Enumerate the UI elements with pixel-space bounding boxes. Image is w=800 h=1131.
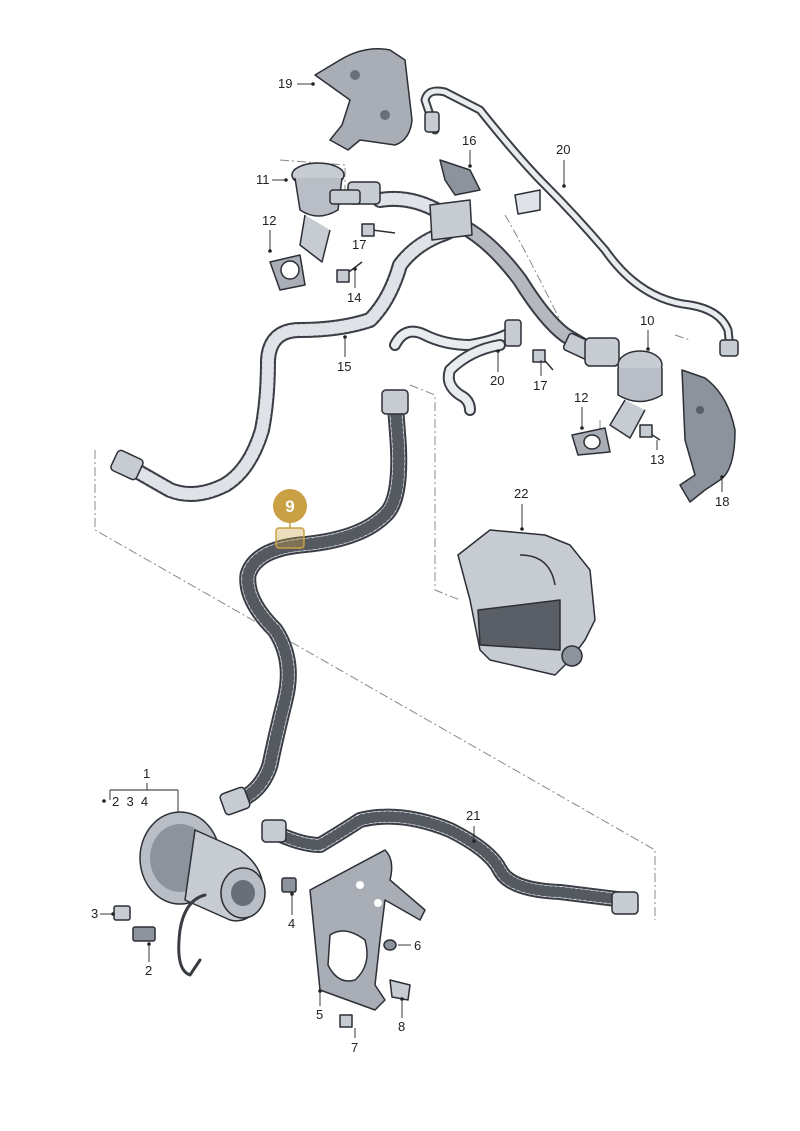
pipe-20-middle xyxy=(389,319,522,416)
screws xyxy=(336,223,661,441)
label-14: 14 xyxy=(347,290,361,305)
label-20: 20 xyxy=(556,142,570,157)
valve-10-assembly xyxy=(571,337,663,456)
pipe-20-upper xyxy=(420,86,739,357)
label-19: 19 xyxy=(278,76,292,91)
label-6: 6 xyxy=(414,938,421,953)
valve-11-assembly xyxy=(269,162,361,291)
label-4: 4 xyxy=(288,916,295,931)
hose-15 xyxy=(110,181,598,502)
small-parts xyxy=(281,877,411,1028)
label-17b: 17 xyxy=(533,378,547,393)
air-pump-1 xyxy=(113,811,266,977)
label-22: 22 xyxy=(514,486,528,501)
label-9: 9 xyxy=(285,497,294,516)
label-15: 15 xyxy=(337,359,351,374)
label-12b: 12 xyxy=(574,390,588,405)
hose-9 xyxy=(219,389,409,816)
label-17: 17 xyxy=(352,237,366,252)
highlight-badge-9[interactable]: 9 xyxy=(273,489,307,549)
bracket-5 xyxy=(309,849,426,1011)
label-5: 5 xyxy=(316,1007,323,1022)
label-1: 1 xyxy=(143,766,150,781)
label-1-sub: 2 3 4 xyxy=(112,794,148,809)
hose-21 xyxy=(261,808,639,915)
sensor-16 xyxy=(439,159,481,196)
label-16: 16 xyxy=(462,133,476,148)
label-7: 7 xyxy=(351,1040,358,1055)
bracket-19 xyxy=(314,48,413,151)
bracket-18 xyxy=(679,369,736,503)
label-2: 2 xyxy=(145,963,152,978)
label-11: 11 xyxy=(256,172,270,187)
label-3: 3 xyxy=(91,906,98,921)
air-filter-housing-22 xyxy=(457,529,596,676)
label-10: 10 xyxy=(640,313,654,328)
label-20b: 20 xyxy=(490,373,504,388)
label-21: 21 xyxy=(466,808,480,823)
label-12: 12 xyxy=(262,213,276,228)
label-8: 8 xyxy=(398,1019,405,1034)
label-13: 13 xyxy=(650,452,664,467)
label-18: 18 xyxy=(715,494,729,509)
part-labels: 19 11 12 14 17 16 20 15 20 17 10 12 1 xyxy=(91,76,729,1055)
